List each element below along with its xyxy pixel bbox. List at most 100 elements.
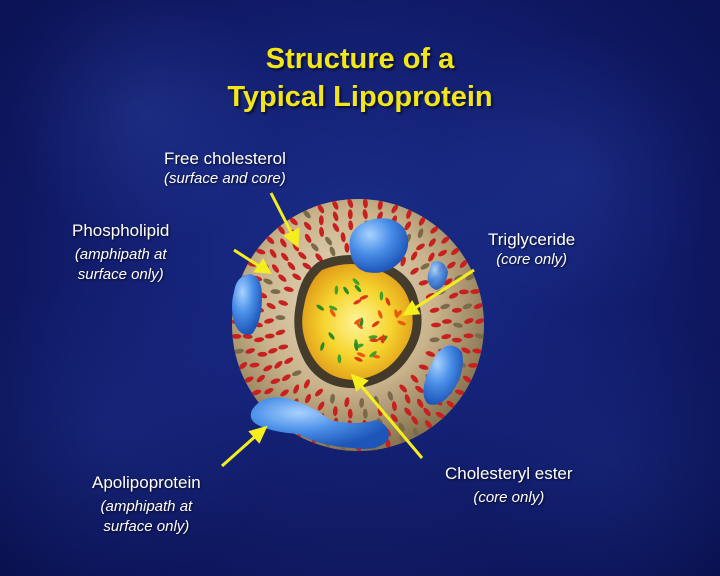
phospholipid-head [292,273,302,281]
phospholipid-head [362,209,368,220]
phospholipid-head [416,398,424,408]
phospholipid-head [429,337,440,343]
core-molecule [353,299,362,305]
core-molecule [377,310,383,319]
phospholipid-head [315,253,323,262]
phospholipid-head [280,389,289,397]
phospholipid-head [429,307,440,313]
phospholipid-head [474,333,484,339]
phospholipid-head [332,406,338,417]
phospholipid-head [270,378,281,384]
core-molecule [334,285,339,295]
phospholipid-head [420,263,430,270]
arrowhead-apolipoprotein [248,425,268,444]
phospholipid-head [332,200,339,210]
phospholipid-head [233,348,244,354]
core-molecule [395,310,403,318]
phospholipid-head [410,267,419,275]
free-cholesterol-note: (surface and core) [164,170,286,187]
phospholipid-head [289,217,298,226]
phospholipid-head [281,374,291,382]
phospholipid-head [264,387,274,395]
free-cholesterol-name: Free cholesterol [164,149,286,168]
phospholipid-head [263,278,273,285]
phospholipid-head [344,397,350,408]
core-molecule [397,320,406,326]
phospholipid-head [332,223,340,232]
phospholipid-head [362,199,368,209]
core-molecule [368,335,378,339]
phospholipid-head [263,365,273,372]
phospholipid-head [347,408,353,419]
phospholipid-head [475,318,484,324]
arrow-triglyceride [411,268,475,312]
phospholipid-head [287,261,296,271]
arrowhead-cholesteryl-ester [350,373,369,392]
phospholipid-head [417,228,424,239]
apolipoprotein-right [423,345,463,405]
page-title: Structure of a Typical Lipoprotein [0,40,720,116]
phospholipid-head [473,303,484,309]
core-molecule [354,284,362,293]
phospholipid-head [359,397,365,408]
label-arrows [221,192,475,468]
phospholipid-head [325,236,333,246]
core-molecule [369,351,377,358]
phospholipid-head [302,262,312,270]
phospholipid-head [470,289,481,294]
apolipoprotein-name: Apolipoprotein [92,473,201,492]
phospholipid-head [314,388,324,397]
phospholipid-head [406,209,412,219]
phospholipid-head [275,315,286,321]
core-molecule [343,286,349,295]
title-line-1: Structure of a [265,43,455,75]
phospholipid-head [278,344,289,350]
phospholipid-head [448,292,459,299]
core-molecule [352,278,360,286]
phospholipid-head [413,427,419,438]
phospholipid-head [416,243,425,251]
phospholipid-head [463,333,474,339]
phospholipid-head [344,242,350,253]
label-apolipoprotein: Apolipoprotein (amphipath at surface onl… [92,472,201,537]
phospholipid-head [340,232,346,243]
phospholipid-head [244,376,254,383]
phospholipid-head [266,236,275,245]
label-phospholipid: Phospholipid (amphipath at surface only) [72,220,169,285]
core-molecule [337,354,342,364]
phospholipid-head [451,247,460,256]
phospholipid-head [293,384,300,394]
phospholipid-head [303,210,311,219]
apolipoprotein-left [232,274,262,335]
phospholipid-head [310,243,319,252]
phospholipid-head [472,348,483,354]
phospholipid-head [291,370,302,377]
phospholipid-head [390,413,399,423]
phospholipid-head [347,209,353,220]
phospholipid-head [404,394,411,404]
phospholipid-head [415,385,424,393]
phospholipid-head [304,393,312,404]
phospholipid-head [461,347,471,354]
phospholipid-head [462,303,473,310]
cholesteryl-ester-name: Cholesteryl ester [445,464,573,483]
core-molecule [381,334,385,344]
phospholipid-head [264,333,275,339]
phospholipid-head [453,322,463,328]
phospholipid-head [329,246,336,257]
label-free-cholesterol: Free cholesterol (surface and core) [164,148,286,189]
core-molecule [356,352,366,357]
phospholipid-head [267,348,278,354]
phospholipid-note-line-2: surface only) [77,266,164,283]
title-line-2: Typical Lipoprotein [227,81,493,113]
core-molecule [329,309,336,317]
phospholipid-head [440,303,450,310]
phospholipid-head [280,238,287,248]
phospholipid-head [303,221,312,231]
core-molecule [328,305,338,311]
phospholipid-head [232,333,242,339]
phospholipid-name: Phospholipid [72,221,170,240]
apolipoprotein-top [349,218,409,273]
phospholipid-head [238,362,248,370]
